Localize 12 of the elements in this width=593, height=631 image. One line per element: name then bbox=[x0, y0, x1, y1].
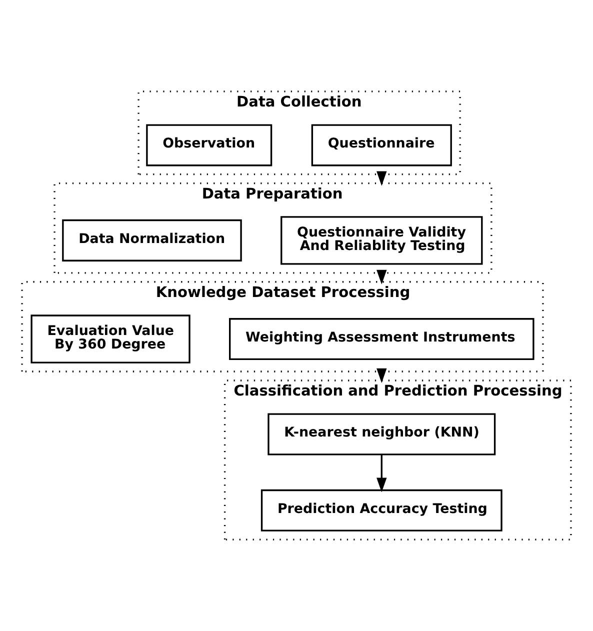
node-box: Observation bbox=[146, 124, 272, 166]
node-box: Weighting Assessment Instruments bbox=[229, 318, 534, 360]
arrow bbox=[376, 368, 387, 384]
node-box: Questionnaire Validity And Reliablity Testing bbox=[280, 216, 483, 265]
arrow bbox=[376, 171, 387, 186]
node-box: Data Normalization bbox=[62, 219, 242, 262]
node-box: K-nearest neighbor (KNN) bbox=[268, 413, 496, 456]
node-box: Evaluation Value By 360 Degree bbox=[30, 314, 190, 364]
node-box: Prediction Accuracy Testing bbox=[260, 489, 502, 532]
node-box: Questionnaire bbox=[311, 124, 452, 166]
arrow bbox=[376, 454, 387, 492]
arrow bbox=[376, 270, 387, 284]
